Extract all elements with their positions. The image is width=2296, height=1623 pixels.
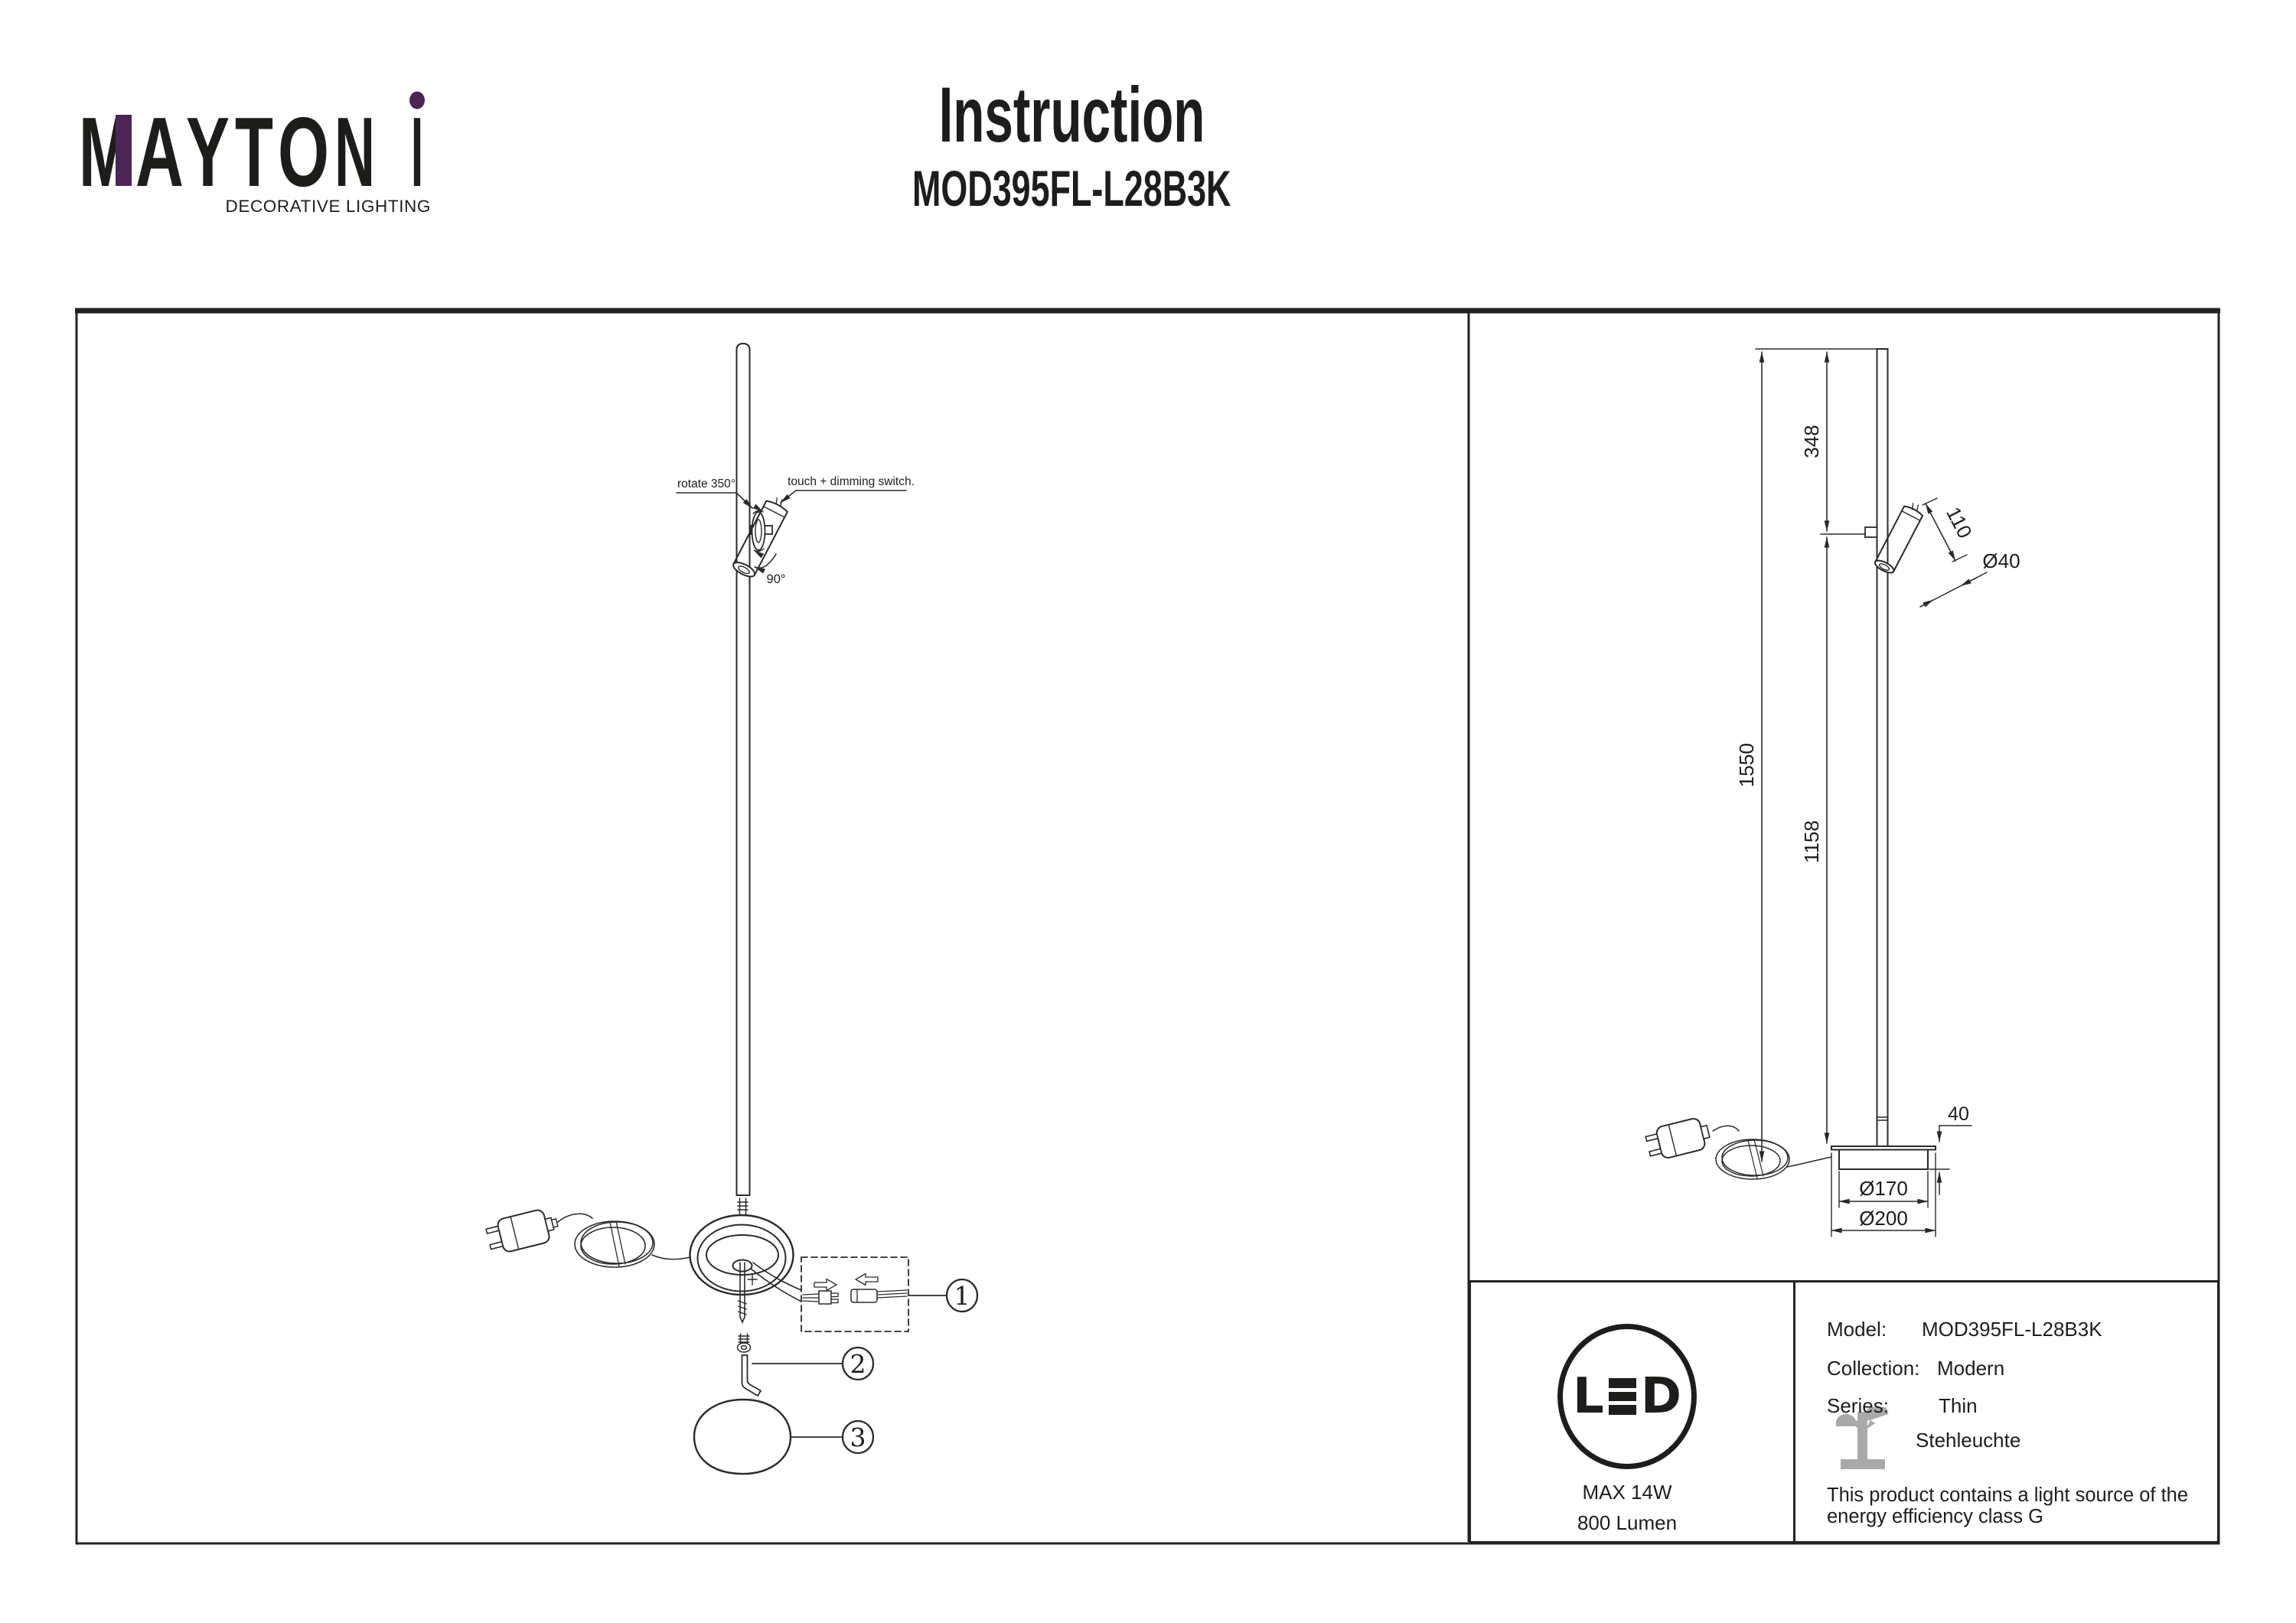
brand-letter-t: T <box>235 97 273 207</box>
callout-1-number: 1 <box>954 1281 970 1311</box>
model-label: Model: <box>1827 1318 1887 1341</box>
floor-lamp-icon <box>1836 1407 1889 1469</box>
swivel-label: 90° <box>767 572 786 586</box>
callout-2-circle <box>841 1346 875 1381</box>
lamp-base-dim <box>1831 1146 1936 1170</box>
led-letter-l: L <box>1573 1368 1604 1425</box>
lamp-pole <box>735 342 751 1196</box>
base-wire <box>750 1268 802 1302</box>
assembly-view: rotate 350° touch + dimming switch. <box>485 342 979 1475</box>
spot-head-dim <box>1874 502 1924 574</box>
dim-200-lines <box>1831 1152 1936 1237</box>
dim-1158: 1158 <box>1800 820 1823 863</box>
base-weight <box>693 1398 792 1475</box>
dim-40-lines <box>1929 1125 1972 1195</box>
collection-value: Modern <box>1937 1357 2005 1380</box>
callout-3-circle <box>841 1419 875 1455</box>
switch-label: touch + dimming switch. <box>788 475 915 488</box>
brand-letter-n: N <box>334 97 375 207</box>
dim-base-plate-diameter: Ø200 <box>1859 1207 1908 1230</box>
page-model-number: MOD395FL-L28B3K <box>912 160 1231 217</box>
led-letter-e-icon <box>1608 1378 1636 1415</box>
product-info-table: L D MAX 14W 800 Lumen Model: MOD395FL-L2… <box>1469 1280 2219 1543</box>
brand-letter-i: I <box>411 97 423 207</box>
brand-letter-o: O <box>278 97 329 207</box>
page-title: Instruction <box>938 71 1205 158</box>
callout-3-number: 3 <box>850 1423 866 1452</box>
dim-base-body-diameter: Ø170 <box>1859 1177 1908 1200</box>
callout-2-number: 2 <box>850 1349 866 1379</box>
brand-purple-dot <box>409 91 425 109</box>
dim-348: 348 <box>1800 425 1823 458</box>
dim-110-lines <box>1922 497 1968 562</box>
lamp-base <box>689 1214 794 1325</box>
switch-annotation <box>780 490 907 504</box>
brand-tagline: DECORATIVE LIGHTING <box>225 197 431 216</box>
model-value: MOD395FL-L28B3K <box>1922 1318 2102 1341</box>
dim-base-height: 40 <box>1948 1103 1969 1125</box>
drawing-frame <box>75 308 2220 1545</box>
spot-head <box>732 497 788 578</box>
document-header: Instruction MOD395FL-L28B3K <box>689 76 1454 213</box>
series-value-de: Stehleuchte <box>1916 1429 2021 1452</box>
series-label: Series: <box>1827 1394 1889 1417</box>
led-letter-d: D <box>1640 1368 1681 1425</box>
push-arrow-right-icon <box>814 1278 838 1292</box>
dim-head-diameter: Ø40 <box>1982 549 2020 572</box>
swivel-arc <box>754 553 777 574</box>
callout-1-circle <box>945 1278 979 1313</box>
efficiency-note-line1: This product contains a light source of … <box>1827 1484 2189 1506</box>
info-table-divider <box>1793 1282 1795 1541</box>
maytoni-logo: M A Y T O N I DECORATIVE LIGHTING <box>79 91 431 216</box>
pivot-joint-dim <box>1864 526 1878 538</box>
connector-detail-box <box>801 1256 909 1332</box>
series-value: Thin <box>1939 1394 1978 1417</box>
collection-label: Collection: <box>1827 1357 1920 1380</box>
pole-stud <box>737 1198 748 1216</box>
base-wire <box>752 1262 802 1291</box>
efficiency-note-line2: energy efficiency class G <box>1827 1506 2043 1527</box>
rotate-label: rotate 350° <box>677 477 735 490</box>
dimension-view <box>1645 348 1988 1237</box>
max-power: MAX 14W <box>1582 1481 1672 1504</box>
led-badge: L D <box>1557 1324 1697 1469</box>
power-cord-dim <box>1712 1125 1832 1180</box>
allen-key <box>741 1354 762 1396</box>
fixing-screw <box>736 1333 752 1353</box>
dim-110: 110 <box>1942 504 1977 543</box>
power-cord <box>557 1213 691 1268</box>
luminous-flux: 800 Lumen <box>1577 1511 1678 1534</box>
dim-1550: 1550 <box>1735 743 1758 787</box>
push-arrow-left-icon <box>854 1273 879 1286</box>
brand-purple-stem <box>116 115 132 186</box>
pivot-joint <box>750 504 773 559</box>
dim-170-lines <box>1838 1171 1929 1208</box>
lamp-pole-dim <box>1876 348 1889 1147</box>
dim-40dia-lines <box>1919 572 1988 608</box>
brand-letter-y: Y <box>186 97 230 207</box>
power-adapter <box>485 1209 559 1253</box>
brand-letter-a: A <box>135 97 184 207</box>
power-adapter-dim <box>1645 1118 1711 1159</box>
rotate-annotation <box>676 492 753 509</box>
